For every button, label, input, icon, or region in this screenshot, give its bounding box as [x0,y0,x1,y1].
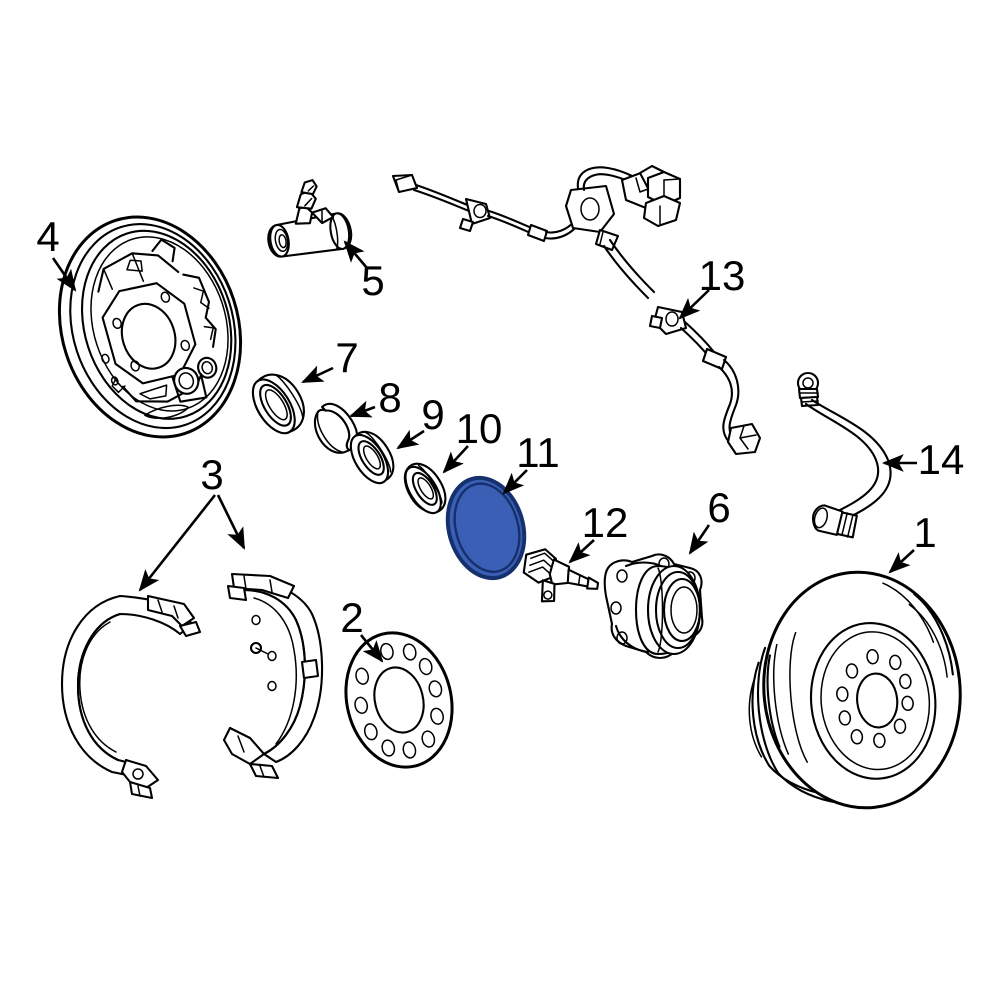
leader-10 [442,445,469,474]
callout-number-11[interactable]: 11 [516,429,560,476]
part-bearing-spacer-ring[interactable] [397,457,453,520]
leader-6 [688,524,711,555]
part-abs-sensor-wire-harness[interactable] [391,164,762,456]
leader-1 [888,549,915,574]
leader-2 [359,634,384,663]
callout-number-12[interactable]: 12 [582,499,629,546]
leader-8 [349,400,376,418]
part-hub-flange-plate[interactable] [332,621,466,778]
part-brake-hose[interactable] [796,371,892,540]
part-brake-shoe-set[interactable] [60,572,324,800]
callout-number-8[interactable]: 8 [378,374,401,421]
callout-number-6[interactable]: 6 [707,484,730,531]
part-bearing-outer-race[interactable] [244,365,314,440]
callout-number-3[interactable]: 3 [200,451,223,498]
backing-plate-inner-structure [97,238,218,419]
leader-3b [216,494,246,550]
leader-7 [301,365,334,384]
part-bearing-inner-race[interactable] [343,425,402,490]
leader-4 [51,257,77,292]
leader-12 [568,539,595,564]
callout-number-2[interactable]: 2 [340,594,363,641]
callout-number-4[interactable]: 4 [36,213,59,260]
brake-shoe-left [60,594,202,800]
leader-3a [138,494,217,592]
callout-number-5[interactable]: 5 [361,257,384,304]
callout-number-9[interactable]: 9 [421,391,444,438]
leader-13 [678,289,710,320]
callout-number-7[interactable]: 7 [335,334,358,381]
part-brake-drum[interactable] [736,562,972,819]
part-wheel-hub-assembly[interactable] [603,553,704,660]
leader-11 [502,469,528,495]
part-abs-speed-sensor[interactable] [520,547,602,609]
callout-number-1[interactable]: 1 [913,509,936,556]
callout-numbers: 4 5 13 7 8 9 10 11 3 14 6 12 1 2 [36,213,964,641]
callout-leaders [51,240,917,663]
oil-seal-inner-lip [453,482,521,574]
callout-number-14[interactable]: 14 [918,436,965,483]
part-wheel-cylinder[interactable] [259,175,353,261]
leader-9 [396,429,425,450]
brake-shoe-right [222,572,324,780]
callout-number-10[interactable]: 10 [456,405,503,452]
part-brake-backing-plate[interactable] [32,193,269,460]
part-axle-shaft-oil-seal-highlighted[interactable] [436,469,535,587]
callout-number-13[interactable]: 13 [699,252,746,299]
leader-5 [343,240,368,269]
